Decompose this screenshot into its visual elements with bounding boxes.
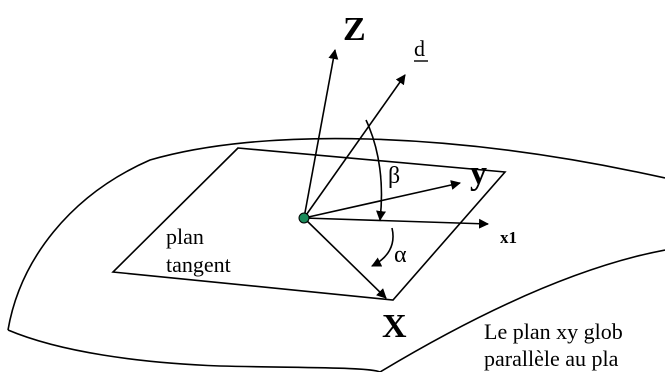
x1-axis-label: x1 (500, 228, 517, 247)
caption-line1: Le plan xy glob (484, 319, 623, 344)
x-axis-arrow (303, 217, 387, 299)
tangent-plane (111, 147, 507, 301)
caption-line2: parallèle au pla (484, 346, 619, 371)
d-vector-arrow (303, 74, 406, 219)
origin-point (298, 212, 310, 224)
beta-label: β (388, 163, 400, 189)
plane-label-line2: tangent (166, 252, 231, 277)
plane-label-line1: plan (166, 224, 204, 249)
y-axis-label: y (470, 155, 487, 192)
x1-axis-arrow (303, 217, 489, 229)
z-axis-label: Z (343, 11, 366, 48)
beta-angle-arc (365, 119, 386, 221)
z-axis-arrow (303, 49, 339, 219)
alpha-label: α (394, 242, 407, 268)
curved-surface (7, 137, 665, 372)
d-vector-label: d (414, 36, 425, 61)
alpha-angle-arc (371, 227, 394, 267)
x-axis-label: X (382, 308, 407, 345)
